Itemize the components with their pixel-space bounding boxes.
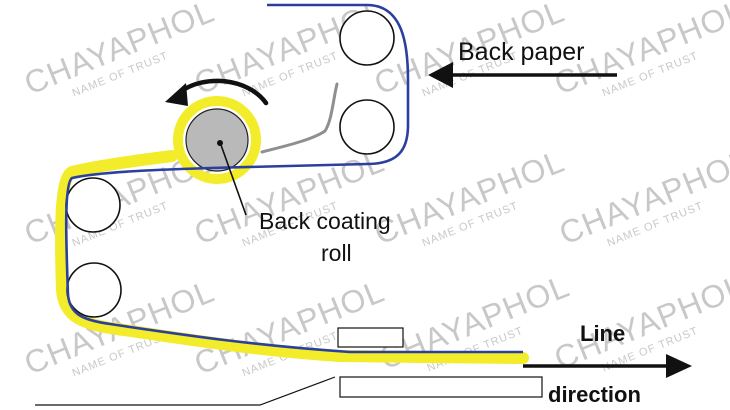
coating-station-top-box xyxy=(337,327,404,348)
rotation-arrowhead xyxy=(165,83,188,106)
back-paper-arrowhead xyxy=(428,62,453,88)
back-coating-roll-label-line1: Back coating xyxy=(259,208,391,234)
back-coating-roll xyxy=(185,108,249,172)
coating-roll-leader-line xyxy=(220,144,247,216)
line-direction-label-line1: Line xyxy=(580,321,625,346)
guide-roller-middle xyxy=(339,99,395,155)
guide-roller-left-lower xyxy=(66,262,122,318)
guide-roller-top xyxy=(339,10,395,66)
watermark-brand: CHAYAPHOL xyxy=(189,273,389,382)
rotation-arrow xyxy=(177,78,269,106)
line-direction-label-line2: direction xyxy=(548,382,641,407)
line-direction-arrowhead xyxy=(666,354,692,378)
back-paper-path xyxy=(64,3,523,354)
back-coating-roll-label-line2: roll xyxy=(321,240,352,266)
coating-station-bottom-box xyxy=(339,376,543,398)
watermark-brand: CHAYAPHOL xyxy=(369,143,569,252)
base-plate-outline xyxy=(35,376,336,406)
guide-roller-left-upper xyxy=(65,177,121,233)
doctor-blade xyxy=(260,82,339,154)
back-paper-label: Back paper xyxy=(458,38,584,66)
back-coating-roll-center xyxy=(217,140,223,146)
coating-roll-coating-ring xyxy=(173,96,261,184)
coating-layer xyxy=(55,150,529,364)
